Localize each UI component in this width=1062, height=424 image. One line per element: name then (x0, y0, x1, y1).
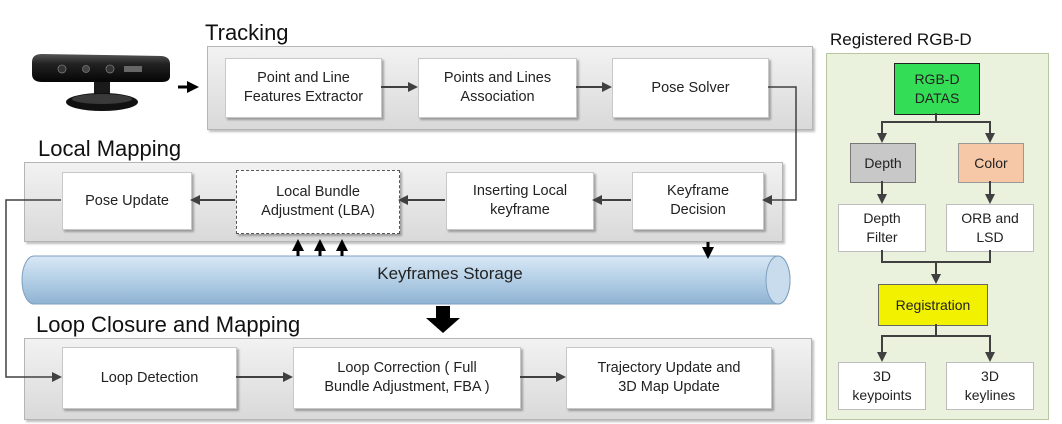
depth-box: Depth (850, 143, 916, 183)
registration-box: Registration (878, 284, 988, 326)
depth-filter-box: Depth Filter (838, 204, 926, 252)
loop-closure-title: Loop Closure and Mapping (36, 312, 301, 337)
local-bundle-adjustment-box: Local Bundle Adjustment (LBA) (236, 170, 400, 234)
storage-to-loop-arrow (426, 306, 460, 333)
tracking-title: Tracking (205, 20, 289, 45)
features-extractor-box: Point and Line Features Extractor (225, 58, 382, 118)
local-mapping-title: Local Mapping (38, 136, 182, 161)
loop-detection-box: Loop Detection (62, 347, 237, 409)
trajectory-update-box: Trajectory Update and 3D Map Update (566, 347, 772, 409)
keyframe-decision-box: Keyframe Decision (632, 172, 764, 230)
loop-correction-box: Loop Correction ( Full Bundle Adjustment… (293, 347, 521, 409)
pose-solver-box: Pose Solver (612, 58, 769, 118)
points-lines-association-box: Points and Lines Association (418, 58, 577, 118)
3d-keylines-box: 3D keylines (946, 362, 1034, 410)
keyframes-storage-cylinder (21, 255, 791, 305)
registered-rgbd-title: Registered RGB-D (830, 30, 972, 49)
pose-update-box: Pose Update (62, 172, 192, 230)
inserting-local-keyframe-box: Inserting Local keyframe (446, 172, 594, 230)
kinect-camera-icon (32, 54, 170, 111)
rgbd-datas-box: RGB-D DATAS (894, 63, 980, 115)
keyframes-storage-label: Keyframes Storage (377, 264, 523, 283)
3d-keypoints-box: 3D keypoints (838, 362, 926, 410)
